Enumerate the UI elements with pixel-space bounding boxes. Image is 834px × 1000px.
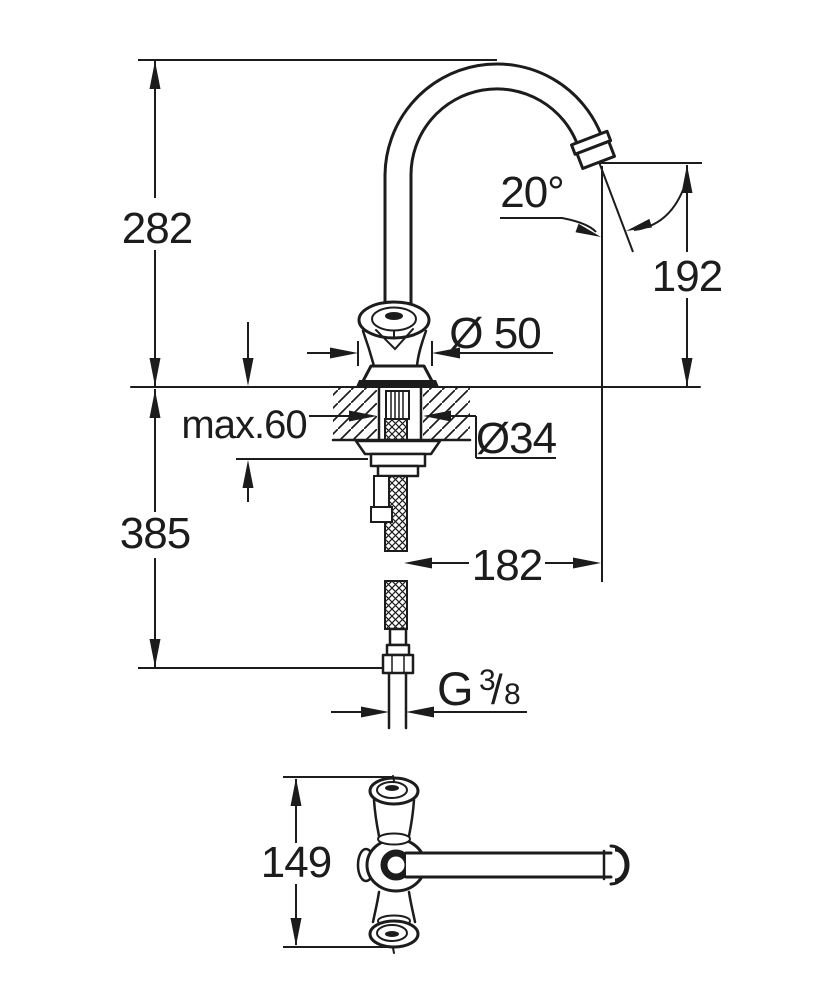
bottom-handle-taper-left [371,890,381,924]
dim-149-arrow-down [290,918,302,946]
thread-label-g: G [437,662,473,715]
handle-indicator-dot [385,312,403,320]
spout-joint-ring [380,849,412,881]
dim-max60: max.60 [181,322,308,502]
handle-body-right [415,329,428,368]
dim-182-label: 182 [472,541,542,590]
top-handle-dot [385,785,399,791]
hose-collar [388,627,408,647]
top-view [356,775,630,954]
dim-d50-arrow-right [330,347,358,359]
dim-282-arrow-down [149,358,161,386]
dim-149-arrow-up [290,778,302,806]
dim-282: 282 [122,60,193,387]
spout-axis-line [598,161,634,253]
spout-inner-arc [409,87,580,177]
spout-end-inner-arc [614,846,630,884]
mounting-ring [376,464,420,478]
bottom-handle-notch [392,947,395,954]
thread-label-slash: / [491,666,503,713]
dim-149: 149 [261,776,395,948]
side-view [130,62,701,730]
bottom-handle-cap-inner [376,924,408,942]
dim-d34-arrow-right [349,410,377,422]
angle-leader [500,217,597,233]
handle-front-ridge [375,328,414,351]
dim-282-label: 282 [122,204,192,253]
dim-angle-label: 20° [500,168,564,217]
dim-angle-20: 20° [500,168,684,237]
dim-182: 182 [404,541,601,590]
dim-d34-leader [309,415,556,459]
angle-leader-arrow [575,223,601,237]
mounting-stud [373,475,390,508]
hose-hex-nut [381,653,415,675]
dim-282-arrow-up [149,61,161,89]
dim-max60-label: max.60 [181,403,306,447]
dim-182-arrow-left [404,557,432,569]
dim-192-arrow-up [681,165,693,193]
top-handle-notch [392,775,395,782]
shank-adapter-ribs [390,391,404,419]
escutcheon-shadow-band [356,380,439,387]
spout-tube-fill [406,854,611,876]
mounting-nut [369,452,427,468]
thread-label-numerator: 3 [479,664,495,697]
dim-g38-arrow-right [361,706,389,718]
dimensions: 282 385 max.60 Ø 50 Ø [120,59,723,948]
shank-adapter [385,390,410,420]
dim-d50-extensions [357,341,433,366]
dim-192: 192 [652,165,723,386]
dim-d34-arrow-left [423,410,451,422]
spout-tube-walls [404,851,613,879]
dim-149-extensions [283,776,395,948]
dim-385-arrow-up [149,390,161,418]
bottom-handle-dot [385,931,399,937]
dim-g38-arrow-left [406,706,434,718]
dim-d34-label: Ø34 [476,414,557,463]
top-handle-taper-right [407,798,416,838]
dim-182-arrow-right [573,557,601,569]
dim-385-arrow-down [149,639,161,667]
dim-max60-arrow-up [242,460,254,488]
top-handle-cap-inner [376,781,408,799]
hex-nut-facets [391,656,405,672]
dim-385: 385 [120,389,191,667]
dim-d50-label: Ø 50 [449,309,540,358]
top-handle-base [377,832,411,846]
connection-tube [387,671,408,730]
dim-d50-arrow-left [432,347,460,359]
dim-192-arrow-down [681,358,693,386]
spout-outer-arc [383,62,604,177]
dim-149-label: 149 [261,838,331,887]
braided-hose-lower [384,580,408,630]
dim-d50: Ø 50 [307,309,553,366]
horseshoe-washer [354,439,442,456]
dim-385-label: 385 [120,509,190,558]
stud-nut [370,506,393,523]
dim-192-label: 192 [652,252,722,301]
bottom-handle-taper-right [407,890,417,924]
hose-collar-ring [385,643,411,657]
dim-d34: Ø34 [309,410,558,463]
handle-body-left [361,329,376,368]
angle-arc-arrow [626,218,652,231]
dim-max60-arrow-down [242,358,254,386]
top-handle-taper-left [372,798,381,838]
dim-g38: G 3 / 8 [331,662,527,718]
thread-label-denominator: 8 [504,678,520,711]
